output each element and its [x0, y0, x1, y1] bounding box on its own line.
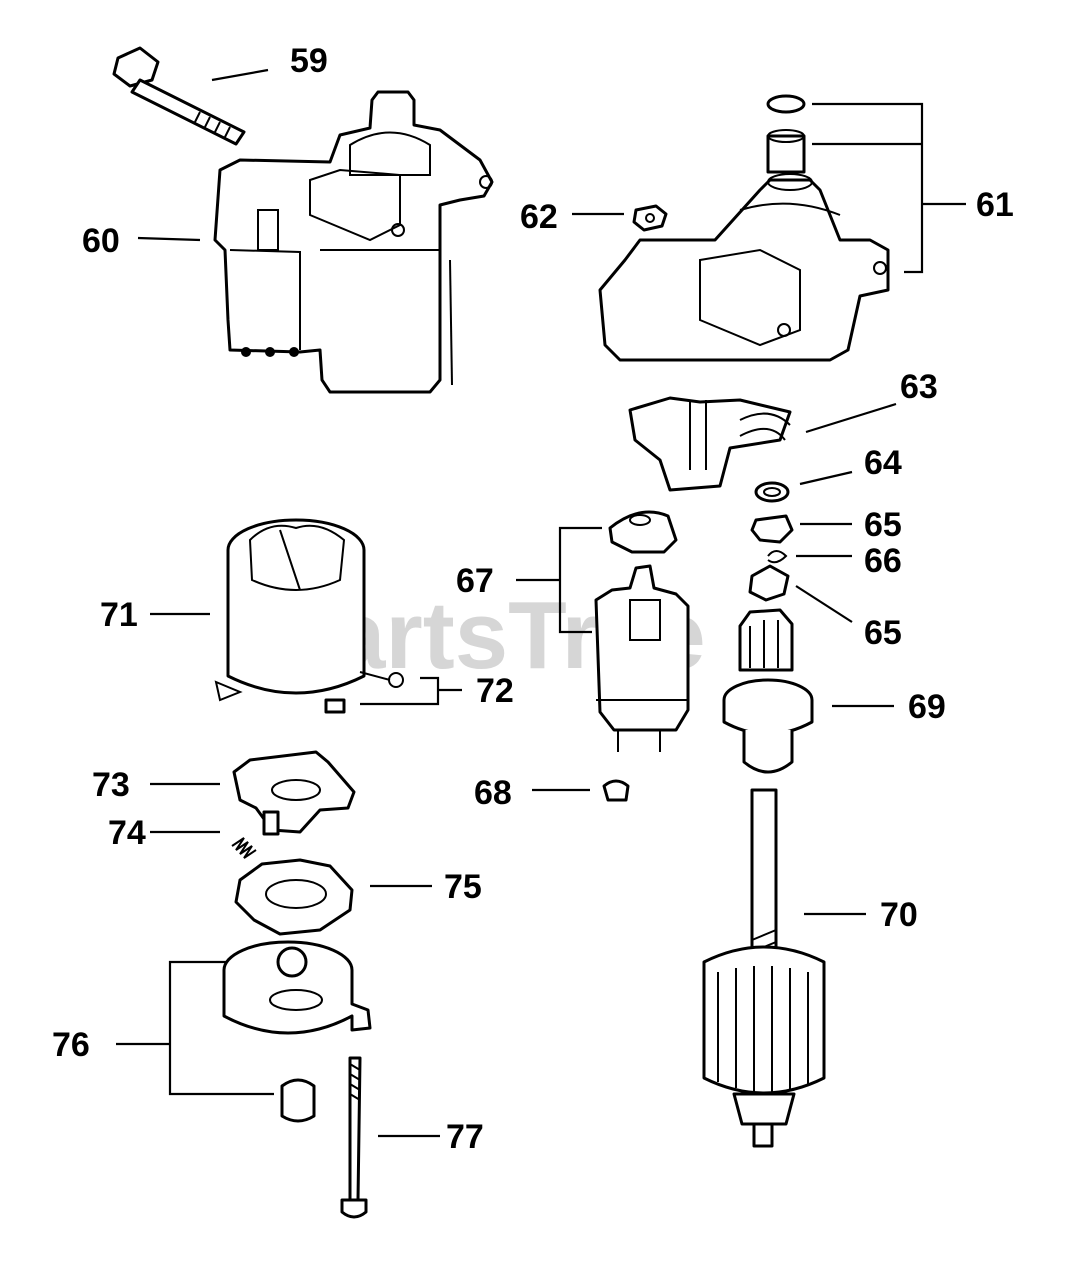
- callout-70: 70: [880, 896, 918, 934]
- part-75-plate: [234, 858, 354, 936]
- part-65-collar-upper: [750, 514, 794, 544]
- callout-75: 75: [444, 868, 482, 906]
- part-60-starter-assembly: [213, 90, 494, 394]
- part-74-spring: [231, 837, 257, 859]
- callout-69: 69: [908, 688, 946, 726]
- leader-lines: [116, 68, 966, 1138]
- callout-72: 72: [476, 672, 514, 710]
- part-68-nut: [602, 779, 630, 802]
- callout-62: 62: [520, 198, 558, 236]
- callout-64: 64: [864, 444, 902, 482]
- callout-59: 59: [290, 42, 328, 80]
- part-67-solenoid: [594, 510, 690, 752]
- part-61-drive-housing: [598, 94, 890, 362]
- callout-77: 77: [446, 1118, 484, 1156]
- part-71-field-frame: [214, 518, 404, 714]
- part-69-pinion-clutch: [722, 608, 814, 774]
- part-59-bolt: [112, 46, 246, 146]
- part-63-brush-holder: [628, 396, 792, 492]
- callout-65-upper: 65: [864, 506, 902, 544]
- callout-61: 61: [976, 186, 1014, 224]
- callout-76: 76: [52, 1026, 90, 1064]
- callout-66: 66: [864, 542, 902, 580]
- callout-67: 67: [456, 562, 494, 600]
- part-65-collar-lower: [748, 564, 790, 602]
- callout-60: 60: [82, 222, 120, 260]
- part-64-washer: [754, 481, 790, 503]
- callout-74: 74: [108, 814, 146, 852]
- callout-65-lower: 65: [864, 614, 902, 652]
- part-73-brush-plate: [232, 750, 356, 836]
- callout-68: 68: [474, 774, 512, 812]
- callout-71: 71: [100, 596, 138, 634]
- part-76-end-cover: [222, 940, 372, 1123]
- callout-73: 73: [92, 766, 130, 804]
- part-62-nut: [632, 204, 668, 232]
- part-77-through-bolt: [340, 1056, 368, 1219]
- part-70-armature: [702, 788, 826, 1148]
- part-66-snap-ring: [767, 550, 788, 564]
- callout-labels: 59 60 61 62 63 64 65 66 65 67 68 69 70 7…: [52, 42, 1014, 1156]
- callout-63: 63: [900, 368, 938, 406]
